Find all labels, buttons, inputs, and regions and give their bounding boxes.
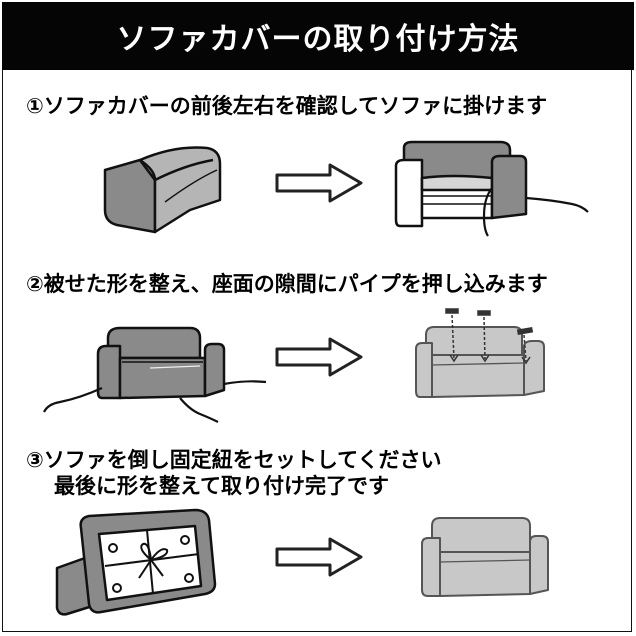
step-3-title-line-2: 最後に形を整えて取り付け完了です — [54, 474, 389, 498]
step-2-title: ②被せた形を整え、座面の隙間にパイプを押し込みます — [26, 272, 548, 296]
sofa-adjust-illustration — [43, 326, 267, 423]
sofa-with-cover-illustration — [394, 140, 589, 237]
fastener-icons — [108, 535, 194, 593]
sofa-tilted-string-illustration — [55, 508, 217, 616]
finished-sofa-illustration — [421, 517, 549, 597]
pipe-icon — [445, 308, 534, 365]
step-3-title-line-1: ③ソファを倒し固定紐をセットしてください — [26, 448, 442, 472]
page-title: ソファカバーの取り付け方法 — [116, 22, 520, 57]
string-icon — [43, 380, 267, 423]
sofa-icon — [421, 517, 549, 597]
header-bar: ソファカバーの取り付け方法 — [2, 2, 634, 70]
sofa-icon — [415, 326, 545, 398]
string-icon — [104, 529, 200, 595]
string-icon — [482, 187, 589, 237]
right-arrow-icon — [275, 537, 363, 577]
right-arrow-icon — [275, 163, 363, 203]
right-arrow-icon — [275, 337, 363, 377]
sofa-cover-icon — [103, 146, 222, 234]
step-1-title: ①ソファカバーの前後左右を確認してソファに掛けます — [26, 94, 548, 118]
sofa-pipe-insert-illustration — [415, 308, 545, 398]
sofa-icon — [96, 326, 226, 400]
folded-sofa-cover-illustration — [103, 146, 222, 234]
sofa-icon — [394, 140, 528, 228]
